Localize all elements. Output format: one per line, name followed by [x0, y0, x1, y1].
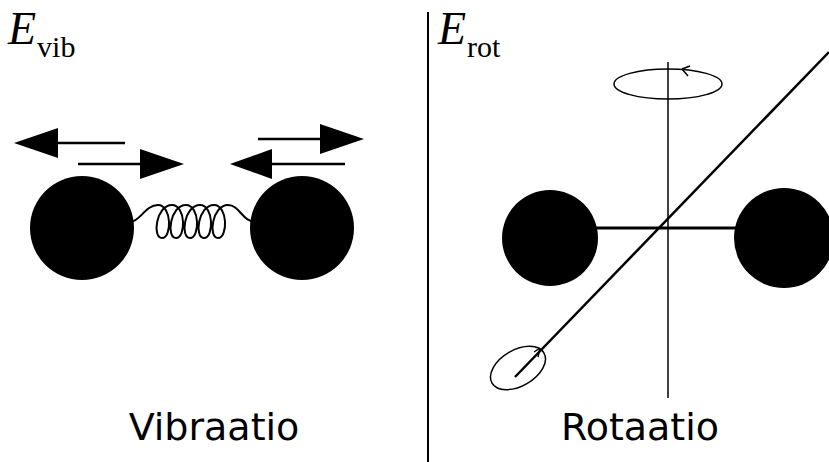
spring-symbol	[130, 205, 256, 238]
atom-circle	[30, 176, 134, 280]
atom-circle	[502, 190, 598, 286]
divider-line	[427, 12, 429, 462]
motion-arrow	[78, 149, 184, 179]
energy-subscript: vib	[37, 32, 75, 62]
motion-arrow	[230, 149, 345, 179]
energy-symbol: E	[438, 6, 466, 52]
bond-rod	[595, 227, 740, 230]
atom-circle	[734, 188, 829, 288]
caption-label: Rotaatio	[561, 408, 719, 446]
rotation-arrow	[483, 337, 553, 398]
caption-label: Vibraatio	[129, 408, 300, 446]
motion-arrow	[258, 124, 364, 154]
atom-circle	[250, 176, 354, 280]
energy-symbol: E	[8, 6, 36, 52]
motion-arrow	[14, 128, 125, 158]
rotation-axis	[667, 62, 669, 398]
energy-subscript: rot	[467, 32, 500, 62]
rotation-arrow	[614, 66, 722, 99]
